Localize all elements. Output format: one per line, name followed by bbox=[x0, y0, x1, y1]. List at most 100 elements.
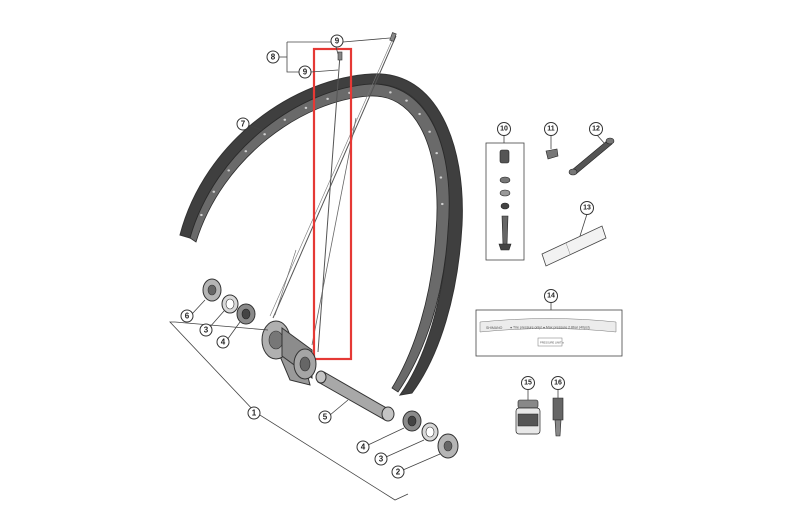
hub-axle-start bbox=[315, 370, 327, 384]
rim-spoke-hole bbox=[200, 213, 203, 217]
sticker-frame bbox=[475, 309, 623, 357]
callout-8: 8 bbox=[266, 50, 280, 64]
rim-spoke-hole bbox=[304, 106, 308, 110]
leader-line bbox=[596, 134, 606, 145]
spokes bbox=[269, 32, 397, 353]
rim-inner-band bbox=[189, 83, 450, 393]
svg-text:10: 10 bbox=[500, 126, 508, 133]
svg-text:4: 4 bbox=[361, 443, 366, 452]
svg-text:5: 5 bbox=[323, 413, 328, 422]
svg-text:15: 15 bbox=[524, 380, 532, 387]
leader-line bbox=[579, 213, 588, 237]
sticker-small-label: PRESSURE LIMIT ● bbox=[540, 341, 564, 345]
lock-nut-hole bbox=[207, 284, 217, 296]
rim-spoke-hole bbox=[326, 97, 329, 100]
leader-line bbox=[335, 46, 339, 55]
rim-spoke-hole bbox=[244, 150, 248, 153]
svg-text:14: 14 bbox=[547, 293, 555, 300]
svg-text:3: 3 bbox=[204, 326, 209, 335]
leader-line bbox=[226, 321, 241, 341]
leader-line bbox=[174, 321, 269, 331]
sticker: SHIMANO ● Tire pressure only! ● Max pres… bbox=[475, 309, 623, 357]
valve-nut bbox=[499, 176, 511, 184]
leader-line bbox=[402, 453, 441, 471]
valve-core-tool bbox=[552, 397, 564, 437]
svg-text:8: 8 bbox=[271, 53, 276, 62]
washer-hole bbox=[225, 298, 235, 310]
spoke-nipple bbox=[389, 32, 397, 42]
rim-spoke-hole bbox=[435, 152, 438, 155]
svg-text:12: 12 bbox=[592, 126, 600, 133]
leader-line bbox=[310, 69, 339, 73]
callout-9: 9 bbox=[298, 65, 312, 79]
hub-axle-end bbox=[381, 406, 395, 422]
sealant-bottle bbox=[515, 399, 541, 435]
svg-text:1: 1 bbox=[252, 409, 257, 418]
leader-line bbox=[286, 42, 300, 73]
svg-text:16: 16 bbox=[554, 380, 562, 387]
spoke-line bbox=[311, 117, 357, 346]
lock-nut-hole bbox=[443, 440, 453, 452]
sticker-brand: SHIMANO bbox=[486, 326, 503, 330]
callout-1: 1 bbox=[247, 406, 261, 420]
svg-text:2: 2 bbox=[396, 468, 401, 477]
sticker-line: ● Tire pressure only! ● Max pressure 2.8… bbox=[510, 326, 590, 330]
rim-spoke-hole bbox=[212, 190, 216, 193]
hub-flange-right-inner bbox=[299, 356, 311, 372]
rim-spoke-hole bbox=[263, 133, 266, 136]
leader-line bbox=[191, 299, 206, 315]
svg-text:13: 13 bbox=[583, 205, 591, 212]
rim bbox=[179, 73, 463, 396]
spoke-nipple bbox=[337, 51, 343, 61]
seal-hole bbox=[241, 308, 251, 320]
callout-9: 9 bbox=[330, 34, 344, 48]
hub-assembly bbox=[202, 278, 459, 459]
callout-7: 7 bbox=[236, 117, 250, 131]
callout-4: 4 bbox=[216, 335, 230, 349]
spoke-line bbox=[317, 54, 341, 353]
rim-spoke-hole bbox=[227, 169, 231, 172]
callout-16: 16 bbox=[551, 376, 565, 390]
valve-cap bbox=[545, 148, 559, 160]
sticker-small-label-box bbox=[537, 337, 563, 347]
highlight-box bbox=[312, 47, 353, 361]
rim-spoke-hole bbox=[418, 112, 421, 116]
svg-text:9: 9 bbox=[303, 68, 308, 77]
svg-text:11: 11 bbox=[547, 126, 555, 133]
rim-spoke-hole bbox=[405, 99, 408, 102]
callout-2: 2 bbox=[391, 465, 405, 479]
callout-3: 3 bbox=[199, 323, 213, 337]
rim-tape bbox=[541, 225, 607, 267]
callout-15: 15 bbox=[521, 376, 535, 390]
callout-13: 13 bbox=[580, 201, 594, 215]
rim-spoke-hole bbox=[389, 91, 392, 94]
callout-10: 10 bbox=[497, 122, 511, 136]
rim-spoke-hole bbox=[439, 176, 443, 179]
valve-stem bbox=[501, 215, 509, 246]
spoke-line bbox=[272, 35, 397, 319]
callout-6: 6 bbox=[180, 309, 194, 323]
callout-4: 4 bbox=[356, 440, 370, 454]
valve-grommet bbox=[500, 202, 510, 210]
callout-12: 12 bbox=[589, 122, 603, 136]
callout-14: 14 bbox=[544, 289, 558, 303]
spoke-line bbox=[274, 249, 297, 316]
rim-spoke-hole bbox=[283, 118, 287, 121]
valve-kit-box bbox=[485, 142, 525, 261]
leader-line bbox=[329, 399, 349, 416]
hub-flange-left-inner bbox=[268, 330, 284, 350]
valve-cap-piece bbox=[499, 149, 510, 164]
svg-text:4: 4 bbox=[221, 338, 226, 347]
sticker-arc bbox=[479, 318, 617, 333]
spoke-wrench bbox=[568, 137, 615, 176]
washer-hole bbox=[425, 426, 435, 438]
leader-line bbox=[367, 427, 405, 446]
svg-text:9: 9 bbox=[335, 37, 340, 46]
leader-line bbox=[342, 37, 391, 43]
valve-base bbox=[498, 243, 512, 251]
seal-hole bbox=[407, 415, 417, 427]
svg-text:6: 6 bbox=[185, 312, 190, 321]
rim-spoke-hole bbox=[440, 202, 444, 206]
